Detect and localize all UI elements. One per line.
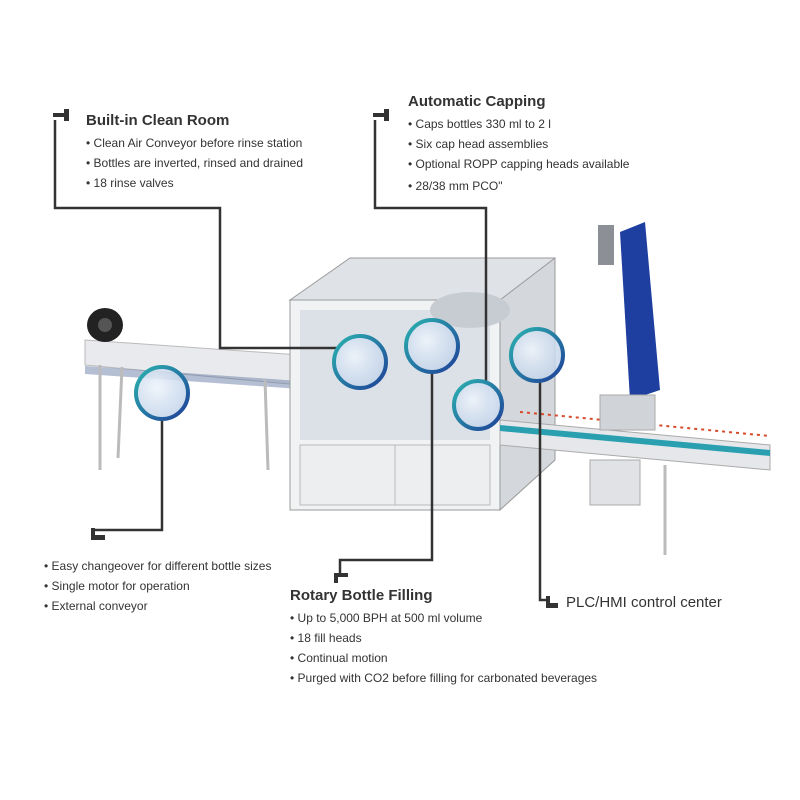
callout-item: Optional ROPP capping heads available bbox=[408, 154, 630, 174]
callout-filling: Rotary Bottle Filling Up to 5,000 BPH at… bbox=[290, 587, 597, 688]
callout-item: Up to 5,000 BPH at 500 ml volume bbox=[290, 608, 597, 628]
callout-item: Bottles are inverted, rinsed and drained bbox=[86, 153, 303, 173]
main-machine bbox=[288, 256, 556, 512]
external-conveyor bbox=[84, 308, 301, 471]
callout-title: Automatic Capping bbox=[408, 93, 546, 110]
callout-lines bbox=[53, 120, 550, 602]
callout-title: Rotary Bottle Filling bbox=[290, 587, 433, 604]
callout-conveyor: Easy changeover for different bottle siz… bbox=[44, 556, 272, 616]
callout-clean-room: Built-in Clean Room Clean Air Conveyor b… bbox=[86, 112, 303, 193]
output-conveyor bbox=[499, 222, 771, 555]
callout-item: Single motor for operation bbox=[44, 576, 271, 596]
callout-item: Purged with CO2 before filling for carbo… bbox=[290, 668, 598, 688]
callout-item: Clean Air Conveyor before rinse station bbox=[86, 133, 303, 153]
callout-capping: Automatic Capping Caps bottles 330 ml to… bbox=[408, 93, 629, 196]
zoom-circles bbox=[134, 318, 565, 431]
callout-brackets bbox=[53, 109, 558, 608]
callout-item: 18 fill heads bbox=[290, 628, 597, 648]
callout-item: Continual motion bbox=[290, 648, 597, 668]
callout-title: Built-in Clean Room bbox=[86, 112, 230, 129]
callout-item: 28/38 mm PCO" bbox=[408, 176, 629, 196]
callout-item: Six cap head assemblies bbox=[408, 134, 629, 154]
cap-elevator bbox=[620, 222, 660, 400]
callout-item: 18 rinse valves bbox=[86, 173, 303, 193]
callout-item: External conveyor bbox=[44, 596, 271, 616]
callout-plc: PLC/HMI control center bbox=[566, 594, 722, 611]
callout-item: Caps bottles 330 ml to 2 l bbox=[408, 114, 629, 134]
callout-item: Easy changeover for different bottle siz… bbox=[44, 556, 272, 576]
